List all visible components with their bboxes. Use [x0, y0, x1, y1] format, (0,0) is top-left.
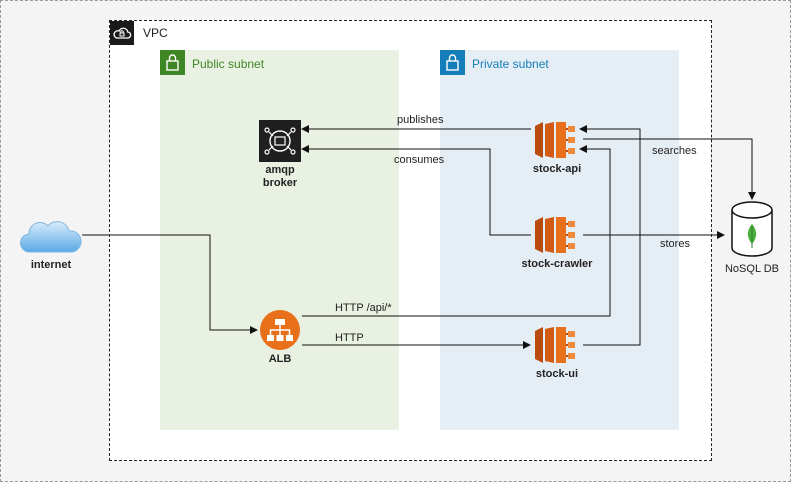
ecs-service-icon — [535, 217, 575, 253]
edge-label-stores: stores — [660, 238, 690, 250]
edge-label-http: HTTP — [335, 332, 364, 344]
nosql-db-node[interactable] — [729, 200, 775, 258]
public-subnet-group: Public subnet — [160, 50, 399, 430]
stock-ui-node[interactable] — [532, 325, 582, 365]
alb-label: ALB — [268, 353, 292, 365]
public-subnet-label: Public subnet — [192, 57, 265, 71]
edge-label-http-api: HTTP /api/* — [335, 302, 392, 314]
ecs-service-icon — [535, 122, 575, 158]
edge-label-searches: searches — [652, 145, 697, 157]
stock-api-node[interactable] — [532, 120, 582, 160]
amqp-broker-label: amqp broker — [250, 164, 310, 190]
nosql-db-label: NoSQL DB — [724, 263, 779, 275]
edge-searches — [583, 138, 756, 200]
amqp-label-line2: broker — [262, 177, 298, 189]
ecs-service-icon — [535, 327, 575, 363]
amqp-label-line1: amqp — [265, 164, 295, 176]
message-broker-icon — [264, 127, 296, 155]
stock-crawler-node[interactable] — [532, 215, 582, 255]
edge-label-publishes: publishes — [397, 114, 444, 126]
cloud-icon — [20, 221, 82, 253]
edge-http-api — [302, 145, 611, 317]
mongodb-database-icon — [731, 201, 773, 257]
stock-api-label: stock-api — [532, 163, 582, 175]
internet-label: internet — [30, 259, 72, 271]
internet-node[interactable] — [20, 218, 82, 256]
alb-node[interactable] — [259, 309, 301, 351]
edge-consumes — [301, 145, 531, 236]
lock-icon — [440, 50, 465, 75]
edge-ui-api — [579, 125, 641, 346]
amqp-broker-node[interactable] — [259, 120, 301, 162]
load-balancer-icon — [260, 310, 300, 350]
cloud-lock-icon — [110, 21, 134, 45]
vpc-label: VPC — [143, 26, 168, 40]
edge-internet-alb — [82, 234, 258, 334]
edge-label-consumes: consumes — [394, 154, 445, 166]
stock-crawler-label: stock-crawler — [521, 258, 593, 270]
stock-ui-label: stock-ui — [535, 368, 579, 380]
private-subnet-label: Private subnet — [472, 57, 549, 71]
lock-icon — [160, 50, 185, 75]
